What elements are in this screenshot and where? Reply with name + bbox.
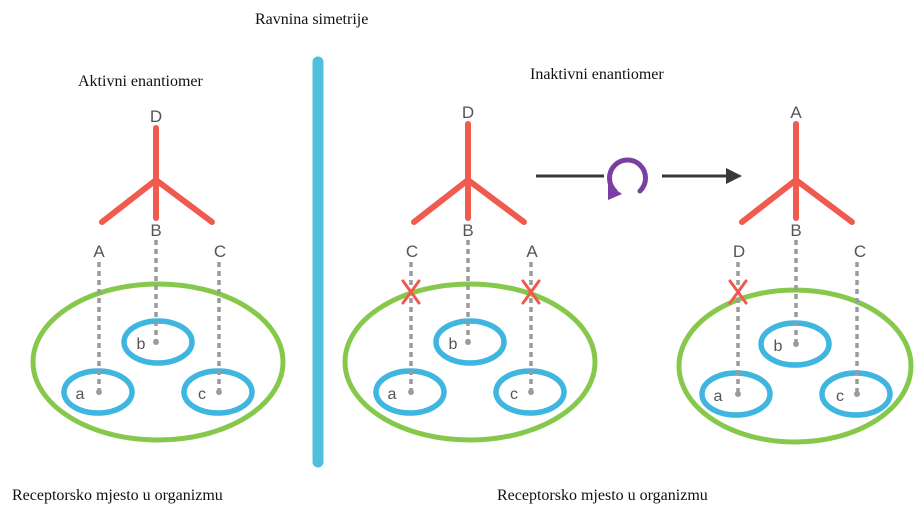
site-c-label: c	[836, 388, 844, 405]
site-b-label: b	[449, 336, 458, 353]
site-a-label: a	[714, 388, 723, 405]
bond-right	[465, 177, 527, 225]
atom-center-label: B	[462, 221, 473, 240]
atom-right-label: C	[214, 242, 226, 261]
site-a-label: a	[76, 386, 85, 403]
binding-point-c	[854, 391, 860, 397]
right-receptor-caption: Receptorsko mjesto u organizmu	[497, 487, 708, 504]
binding-point-b	[465, 339, 471, 345]
rotated-bindings	[728, 240, 860, 397]
active-enantiomer-title: Aktivni enantiomer	[78, 73, 204, 90]
atom-left-label: C	[406, 242, 418, 261]
inactive-molecule: D C B A	[406, 103, 538, 261]
arrow-head-icon	[726, 168, 742, 184]
site-c-label: c	[510, 386, 518, 403]
left-receptor-caption: Receptorsko mjesto u organizmu	[12, 487, 223, 504]
rotated-molecule: A D B C	[733, 103, 866, 261]
rotate-icon-head	[608, 184, 622, 200]
active-receptor-site: b a c	[30, 281, 286, 443]
mirror-plane-label: Ravnina simetrije	[255, 11, 368, 28]
binding-point-b	[153, 339, 159, 345]
binding-point-c	[216, 389, 222, 395]
atom-top-label: D	[150, 107, 162, 126]
site-c-label: c	[198, 386, 206, 403]
binding-point-a	[408, 389, 414, 395]
atom-center-label: B	[790, 221, 801, 240]
mismatch-x-mark-right	[521, 279, 541, 305]
atom-right-label: C	[854, 242, 866, 261]
atom-center-label: B	[150, 221, 161, 240]
inactive-bindings	[401, 240, 541, 395]
bond-left	[411, 177, 471, 225]
active-molecule: D A B C	[93, 107, 226, 261]
atom-right-label: A	[526, 242, 538, 261]
binding-point-a	[735, 391, 741, 397]
rotation-arrow	[536, 157, 742, 200]
atom-top-label: D	[462, 103, 474, 122]
receptor-ellipse	[30, 281, 286, 443]
active-bindings	[96, 240, 222, 395]
site-b-label: b	[774, 338, 783, 355]
atom-left-label: A	[93, 242, 105, 261]
site-a-label: a	[388, 386, 397, 403]
binding-point-a	[96, 389, 102, 395]
bond-right	[153, 177, 215, 225]
bond-left	[99, 177, 159, 225]
binding-point-c	[528, 389, 534, 395]
mismatch-x-mark	[728, 279, 748, 305]
atom-left-label: D	[733, 242, 745, 261]
atom-top-label: A	[790, 103, 802, 122]
bond-right	[793, 177, 855, 225]
inactive-receptor-site: b a c	[342, 281, 598, 443]
binding-point-b	[793, 341, 799, 347]
receptor-ellipse	[342, 281, 598, 443]
rotate-icon	[607, 157, 648, 194]
inactive-enantiomer-title: Inaktivni enantiomer	[530, 66, 664, 83]
site-b-label: b	[137, 336, 146, 353]
bond-left	[739, 177, 799, 225]
mismatch-x-mark-left	[401, 279, 421, 305]
